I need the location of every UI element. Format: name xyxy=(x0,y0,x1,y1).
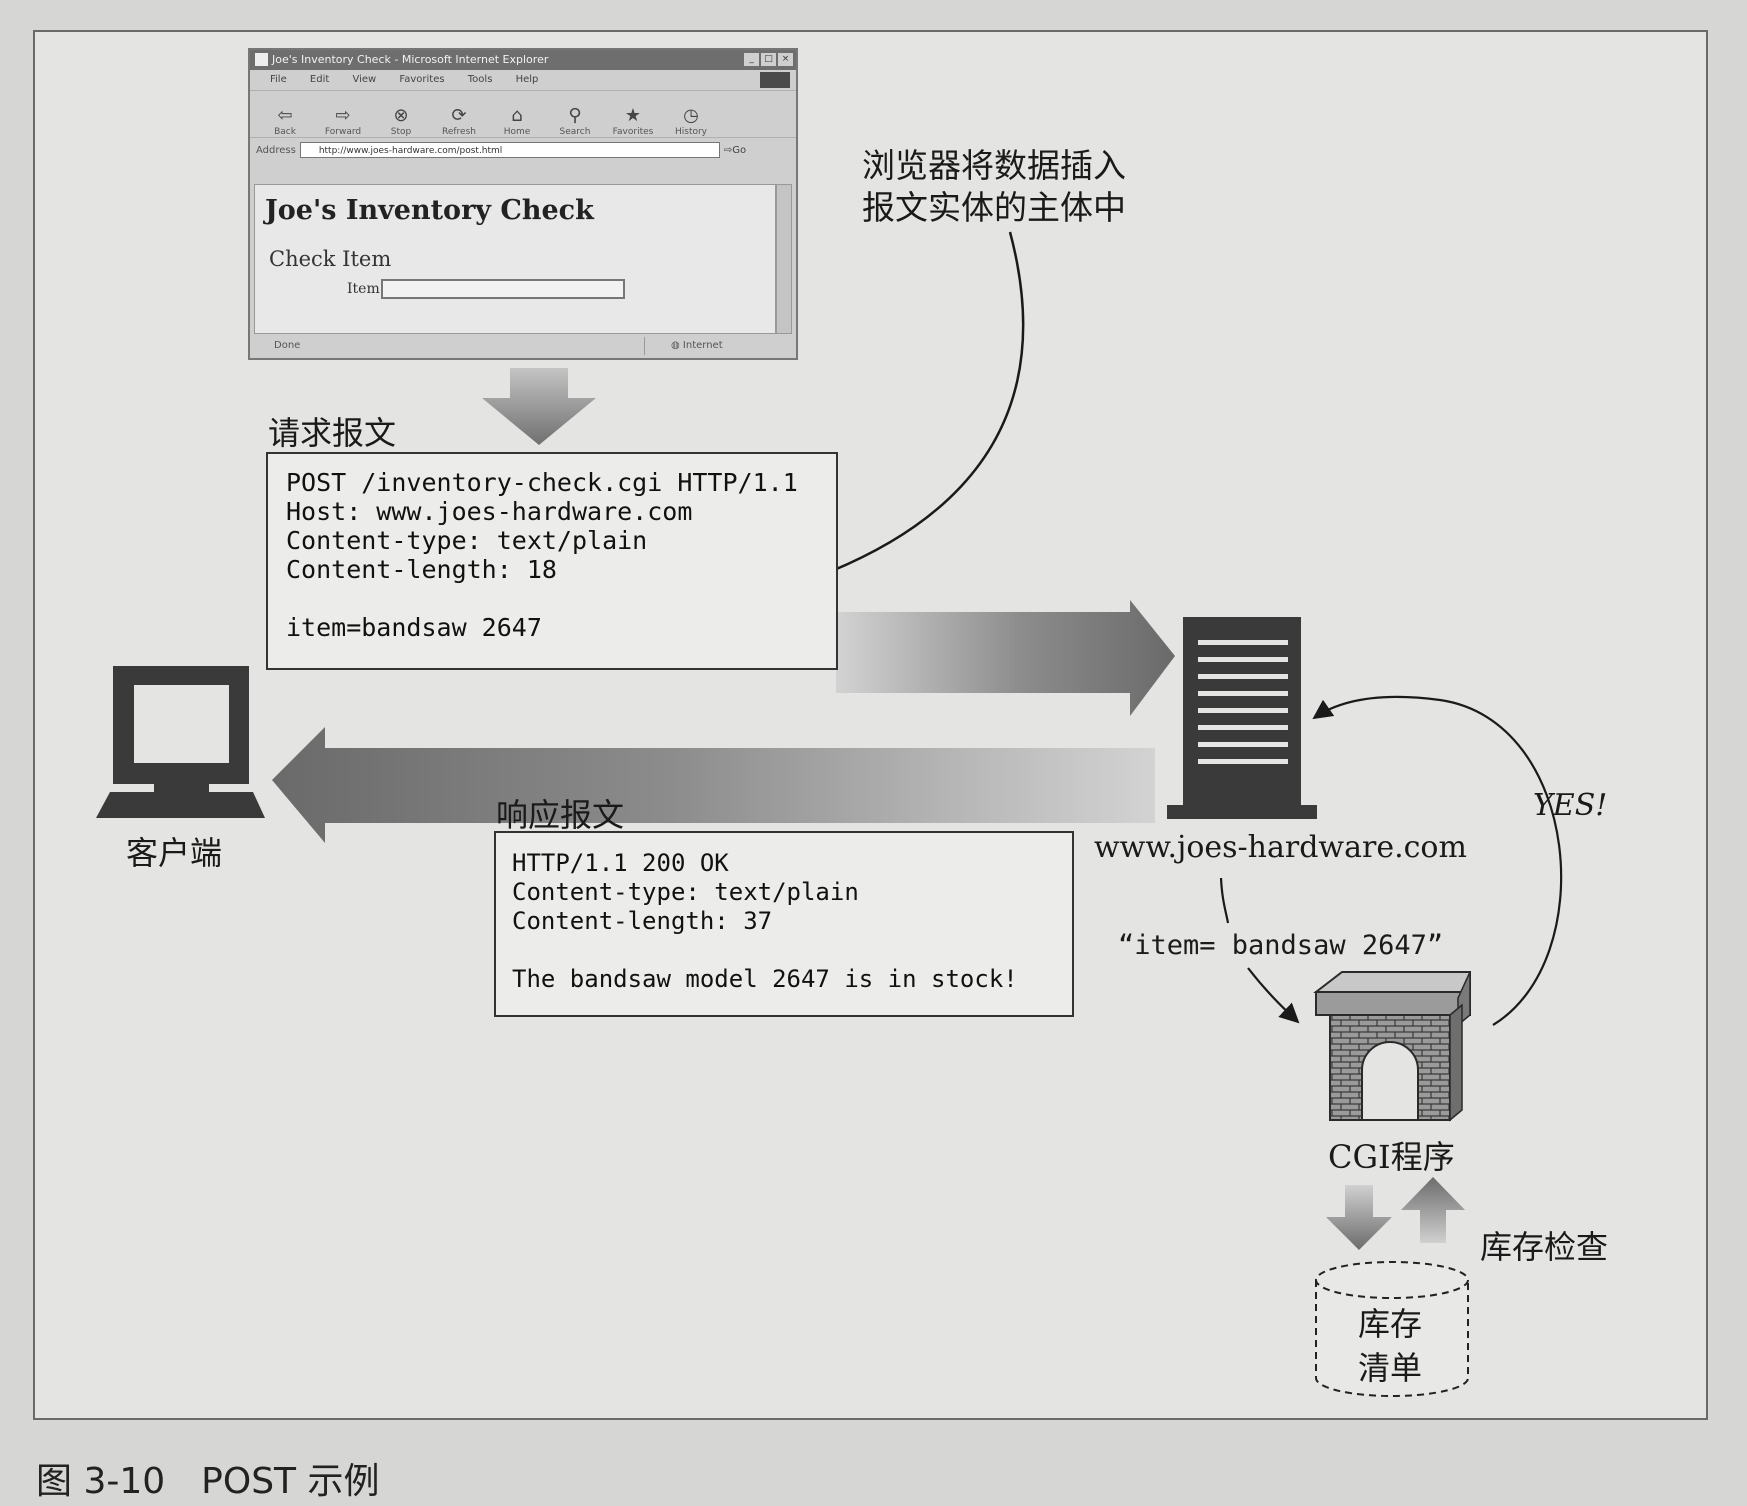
cgi-to-server-yes-curve xyxy=(1312,695,1563,1026)
cgi-to-db-down-arrow xyxy=(1326,1185,1392,1250)
menu-tools[interactable]: Tools xyxy=(467,74,493,85)
yes-label: YES! xyxy=(1533,788,1608,823)
insert-annotation: 浏览器将数据插入 报文实体的主体中 xyxy=(862,145,1126,229)
maximize-icon[interactable]: □ xyxy=(761,53,776,66)
browser-scrollbar[interactable] xyxy=(776,184,792,334)
inventory-check-label: 库存检查 xyxy=(1480,1228,1609,1266)
insert-annotation-line1: 浏览器将数据插入 xyxy=(862,146,1126,185)
browser-window-title: Joe's Inventory Check - Microsoft Intern… xyxy=(272,53,549,66)
inventory-db-line1: 库存 xyxy=(1358,1305,1423,1343)
menu-file[interactable]: File xyxy=(270,74,287,85)
browser-statusbar: Done ◍ Internet xyxy=(254,337,792,355)
response-line-3: Content-length: 37 xyxy=(512,907,773,935)
stop-icon: ⊗ xyxy=(393,105,409,126)
forward-arrow-icon: ⇨ xyxy=(335,105,351,126)
request-label: 请求报文 xyxy=(268,414,397,452)
figure-caption: 图 3-10 POST 示例 xyxy=(36,1461,380,1502)
browser-addressbar: Address http://www.joes-hardware.com/pos… xyxy=(250,138,796,162)
address-label: Address xyxy=(256,144,296,156)
stop-button[interactable]: ⊗Stop xyxy=(390,105,412,137)
request-line-1: POST /inventory-check.cgi HTTP/1.1 xyxy=(286,468,798,497)
home-button[interactable]: ⌂Home xyxy=(503,105,531,137)
status-done: Done xyxy=(254,337,645,355)
item-input[interactable] xyxy=(381,279,625,299)
status-zone: ◍ Internet xyxy=(671,340,723,351)
refresh-button[interactable]: ⟳Refresh xyxy=(442,105,476,137)
server-to-cgi-arrow xyxy=(1247,967,1300,1024)
menu-view[interactable]: View xyxy=(352,74,377,85)
inventory-db-label: 库存 清单 xyxy=(1358,1302,1422,1390)
back-arrow-icon: ⇦ xyxy=(277,105,293,126)
favorites-button[interactable]: ★Favorites xyxy=(612,105,654,137)
browser-toolbar: ⇦Back ⇨Forward ⊗Stop ⟳Refresh ⌂Home ⚲Sea… xyxy=(250,90,796,138)
search-button[interactable]: ⚲Search xyxy=(559,105,591,137)
search-icon: ⚲ xyxy=(568,105,582,126)
client-computer-icon xyxy=(96,666,265,818)
address-input[interactable]: http://www.joes-hardware.com/post.html xyxy=(299,142,720,158)
close-icon[interactable]: × xyxy=(778,53,793,66)
browser-titlebar: Joe's Inventory Check - Microsoft Intern… xyxy=(250,50,796,70)
browser-down-arrow xyxy=(482,368,596,445)
request-line-3: Content-type: text/plain xyxy=(286,526,648,555)
db-to-cgi-up-arrow xyxy=(1401,1177,1465,1243)
cgi-program-icon xyxy=(1313,971,1471,1122)
insert-annotation-line2: 报文实体的主体中 xyxy=(862,188,1126,227)
server-to-cgi-line xyxy=(1219,877,1230,924)
history-icon: ◷ xyxy=(683,105,699,126)
back-button[interactable]: ⇦Back xyxy=(274,105,296,137)
browser-page-content: Joe's Inventory Check Check Item Item xyxy=(254,184,776,334)
response-line-1: HTTP/1.1 200 OK xyxy=(512,849,729,877)
request-flow-arrow-body xyxy=(836,600,1175,716)
menu-edit[interactable]: Edit xyxy=(309,74,330,85)
request-line-2: Host: www.joes-hardware.com xyxy=(286,497,693,526)
client-label: 客户端 xyxy=(126,834,223,872)
browser-menubar: File Edit View Favorites Tools Help xyxy=(250,70,796,90)
cgi-program-label: CGI程序 xyxy=(1328,1138,1455,1176)
favorites-icon: ★ xyxy=(624,105,642,126)
response-body: The bandsaw model 2647 is in stock! xyxy=(512,965,1018,993)
windows-logo-icon xyxy=(760,72,790,88)
forward-button[interactable]: ⇨Forward xyxy=(324,105,362,137)
page-title: Joe's Inventory Check xyxy=(265,195,594,226)
response-line-2: Content-type: text/plain xyxy=(512,878,859,906)
response-message-box: HTTP/1.1 200 OK Content-type: text/plain… xyxy=(494,831,1074,1017)
menu-favorites[interactable]: Favorites xyxy=(399,74,445,85)
request-body: item=bandsaw 2647 xyxy=(286,613,542,642)
refresh-icon: ⟳ xyxy=(451,105,467,126)
cgi-parameter: “item= bandsaw 2647” xyxy=(1118,930,1444,961)
go-arrow-icon: ⇨ xyxy=(723,144,733,156)
globe-icon: ◍ xyxy=(671,340,683,351)
ie-logo-icon xyxy=(255,53,268,66)
history-button[interactable]: ◷History xyxy=(674,105,708,137)
home-icon: ⌂ xyxy=(511,105,523,126)
go-button[interactable]: ⇨Go xyxy=(723,144,747,156)
request-line-4: Content-length: 18 xyxy=(286,555,557,584)
response-label: 响应报文 xyxy=(496,796,625,834)
response-flow-arrow xyxy=(272,727,1155,843)
check-item-heading: Check Item xyxy=(269,247,392,271)
minimize-icon[interactable]: _ xyxy=(744,53,759,66)
browser-window: Joe's Inventory Check - Microsoft Intern… xyxy=(248,48,798,360)
item-label: Item xyxy=(347,281,380,297)
menu-help[interactable]: Help xyxy=(515,74,539,85)
request-message-box: POST /inventory-check.cgi HTTP/1.1 Host:… xyxy=(266,452,838,670)
server-label: www.joes-hardware.com xyxy=(1094,830,1467,865)
server-icon xyxy=(1167,617,1317,819)
inventory-database-icon xyxy=(1315,1261,1469,1397)
inventory-db-line2: 清单 xyxy=(1358,1349,1423,1387)
